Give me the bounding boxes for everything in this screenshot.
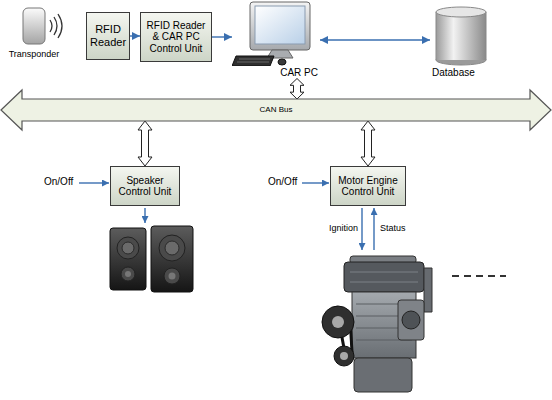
speaker-illustration — [169, 273, 176, 280]
speaker-illustration — [125, 271, 131, 277]
engine-illustration — [350, 272, 418, 273]
continuation-dashes — [452, 275, 506, 277]
process-box: Speaker Control Unit — [110, 166, 180, 206]
signal-label: Status — [380, 223, 406, 234]
node-text: Speaker Control Unit — [114, 175, 176, 198]
signal-label: Ignition — [318, 223, 358, 234]
node-text: RFID Reader — [90, 23, 126, 48]
signal-arrow — [302, 182, 329, 183]
speaker-illustration — [110, 228, 146, 290]
database-sides — [436, 12, 486, 60]
keyboard — [232, 56, 274, 66]
speaker-illustration — [110, 226, 193, 292]
database-body — [436, 12, 486, 60]
bus-connector — [138, 121, 152, 166]
speaker-illustration — [159, 235, 185, 261]
bus-band: CAN Bus — [0, 99, 552, 121]
speaker-illustration — [164, 268, 180, 284]
engine-illustration — [350, 282, 418, 283]
database-icon: Database — [430, 6, 494, 79]
data-arrow — [212, 36, 232, 37]
engine-illustration — [344, 262, 424, 292]
mouse — [278, 59, 286, 65]
engine-illustration — [398, 300, 424, 340]
bus-arrow-outline — [1, 90, 551, 130]
radio-waves — [50, 20, 52, 32]
engine-illustration — [340, 352, 348, 360]
transponder-card — [23, 8, 45, 44]
data-arrow — [320, 39, 430, 40]
keyboard-keys — [237, 59, 270, 62]
process-box: Motor Engine Control Unit — [330, 166, 406, 206]
bus-connector — [290, 79, 304, 100]
monitor-screen — [255, 6, 305, 44]
speaker-illustration — [165, 241, 179, 255]
engine-illustration — [354, 358, 412, 392]
speaker-illustration — [151, 226, 193, 292]
computer-icon: CAR PC — [232, 0, 320, 79]
speaker-illustration — [122, 242, 134, 254]
signal-arrow — [373, 208, 374, 250]
continuation-dashes — [452, 276, 506, 277]
signal-label: On/Off — [268, 176, 297, 188]
data-arrow — [130, 35, 140, 36]
engine-illustration — [322, 256, 432, 392]
node-text: CAN Bus — [0, 99, 552, 121]
radio-waves — [54, 17, 57, 35]
bus-connector — [361, 121, 375, 166]
database-body — [437, 50, 486, 60]
transponder-icon: Transponder — [4, 6, 64, 59]
engine-illustration — [322, 306, 354, 338]
node-text: CAR PC — [232, 66, 320, 79]
engine-illustration — [402, 311, 420, 329]
radio-waves — [50, 14, 62, 38]
signal-arrow — [361, 208, 362, 250]
signal-label: On/Off — [44, 176, 73, 188]
process-box: RFID Reader & CAR PC Control Unit — [140, 12, 212, 62]
node-text: Database — [430, 66, 494, 79]
signal-arrow — [79, 182, 109, 183]
process-box: RFID Reader — [86, 12, 130, 60]
node-text: Motor Engine Control Unit — [334, 175, 402, 198]
transponder-icon — [4, 6, 64, 48]
node-text: RFID Reader & CAR PC Control Unit — [144, 20, 208, 55]
radio-waves — [58, 14, 62, 38]
signal-arrow — [144, 208, 145, 223]
engine-illustration — [334, 346, 354, 366]
engine-illustration — [332, 316, 344, 328]
database-top — [436, 7, 486, 17]
database-icon — [430, 6, 494, 66]
node-text: Transponder — [4, 48, 64, 59]
computer-icon — [232, 0, 320, 66]
speaker-illustration — [121, 267, 135, 281]
engine-illustration — [424, 268, 432, 312]
monitor-frame — [250, 2, 310, 50]
speaker-illustration — [117, 237, 139, 259]
